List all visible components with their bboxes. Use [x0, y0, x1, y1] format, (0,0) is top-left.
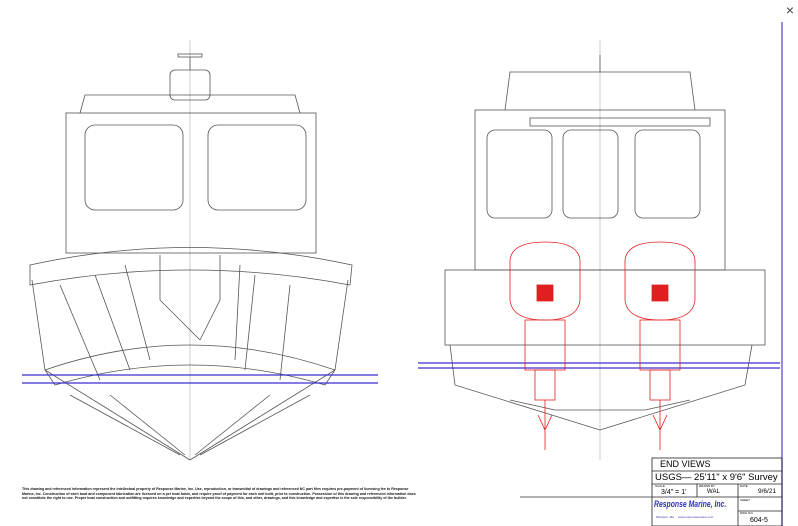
drawn-label: DRAWN BY: [699, 484, 716, 488]
company-address: Westport, MA www.responsemarine.com: [656, 515, 714, 519]
sheet-label: SHEET: [740, 498, 751, 502]
scale-label: SCALE: [655, 484, 665, 488]
outboard-engine-left: [509, 241, 581, 450]
drawn-value: WAL: [707, 489, 720, 495]
close-icon[interactable]: ×: [785, 2, 794, 18]
title-block-frame: [651, 457, 783, 526]
outboard-engine-right: [624, 241, 696, 450]
disclaimer-text: This drawing and referenced information …: [22, 487, 416, 501]
scale-value: 3/4" = 1': [661, 489, 687, 496]
drawing-subtitle: USGS— 25'11" x 9'6" Survey: [655, 472, 778, 483]
date-value: 9/6/21: [758, 488, 777, 495]
dwg-label: DWG NO.: [740, 511, 754, 515]
company-logo: Response Marine, Inc.: [654, 499, 727, 509]
drawing-title: END VIEWS: [660, 459, 711, 469]
dwg-number: 604-5: [750, 517, 768, 524]
bow-view: [22, 40, 378, 461]
stern-view: [418, 40, 780, 460]
date-label: DATE: [740, 484, 748, 488]
outboard-engines: [509, 241, 696, 450]
